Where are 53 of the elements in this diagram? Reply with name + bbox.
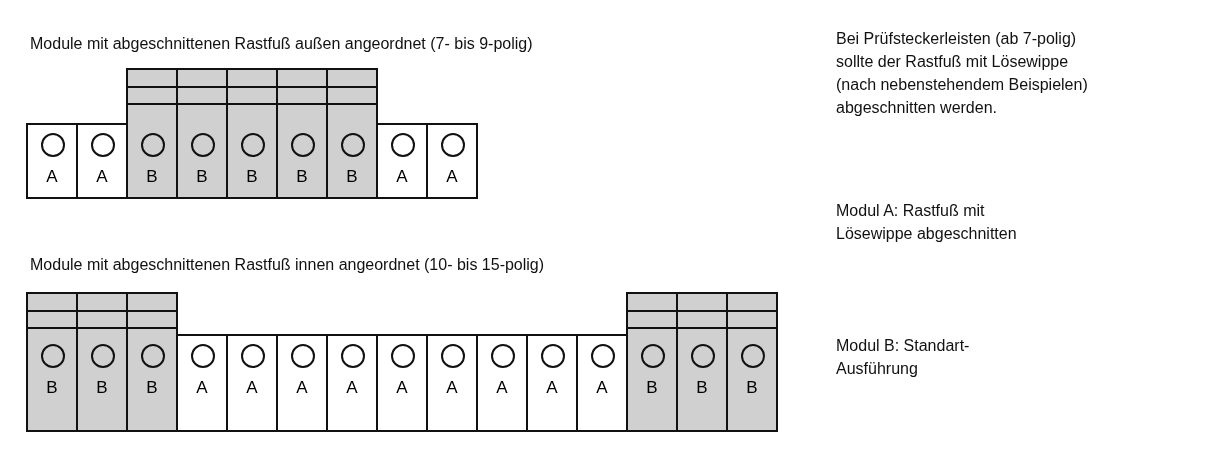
- module-letter: B: [345, 167, 359, 187]
- module-block: [426, 334, 478, 432]
- module-block: [476, 334, 528, 432]
- module-letter: B: [195, 167, 209, 187]
- module-letter: A: [195, 378, 209, 398]
- module-letter: A: [495, 378, 509, 398]
- module-block: [276, 334, 328, 432]
- module-letter: A: [345, 378, 359, 398]
- module-letter: B: [645, 378, 659, 398]
- module-letter: A: [245, 378, 259, 398]
- module-block: [76, 292, 128, 432]
- module-block: [326, 68, 378, 199]
- note-text: Bei Prüfsteckerleisten (ab 7-polig) sollte der Rastfuß mit Lösewippe (nach nebenstehendem Beispielen) abgeschnitten werden.: [836, 29, 1089, 118]
- module-letter: B: [745, 378, 759, 398]
- module-block: [576, 334, 628, 432]
- module-letter: B: [95, 378, 109, 398]
- module-letter: A: [595, 378, 609, 398]
- module-letter: B: [295, 167, 309, 187]
- module-letter: A: [95, 167, 109, 187]
- module-block: [426, 123, 478, 199]
- module-block: [326, 334, 378, 432]
- module-block: [676, 292, 728, 432]
- module-block: [526, 334, 578, 432]
- module-block: [26, 123, 78, 199]
- module-letter: A: [545, 378, 559, 398]
- module-block: [726, 292, 778, 432]
- module-block: [376, 334, 428, 432]
- module-letter: A: [45, 167, 59, 187]
- module-letter: A: [395, 167, 409, 187]
- section-heading: Module mit abgeschnittenen Rastfuß innen angeordnet (10- bis 15-polig): [30, 255, 546, 275]
- note-text: Modul A: Rastfuß mit Lösewippe abgeschnitten: [836, 201, 1018, 244]
- module-block: [176, 334, 228, 432]
- module-letter: B: [145, 167, 159, 187]
- module-letter: A: [445, 378, 459, 398]
- module-block: [226, 334, 278, 432]
- module-block: [626, 292, 678, 432]
- module-letter: A: [445, 167, 459, 187]
- module-letter: B: [695, 378, 709, 398]
- module-block: [176, 68, 228, 199]
- module-letter: B: [45, 378, 59, 398]
- module-letter: A: [295, 378, 309, 398]
- module-letter: B: [245, 167, 259, 187]
- module-block: [376, 123, 428, 199]
- module-letter: A: [395, 378, 409, 398]
- module-block: [276, 68, 328, 199]
- module-block: [26, 292, 78, 432]
- note-text: Modul B: Standart-Ausführung: [836, 336, 971, 379]
- module-block: [126, 68, 178, 199]
- module-block: [226, 68, 278, 199]
- module-block: [126, 292, 178, 432]
- module-letter: B: [145, 378, 159, 398]
- module-block: [76, 123, 128, 199]
- section-heading: Module mit abgeschnittenen Rastfuß außen angeordnet (7- bis 9-polig): [30, 34, 534, 54]
